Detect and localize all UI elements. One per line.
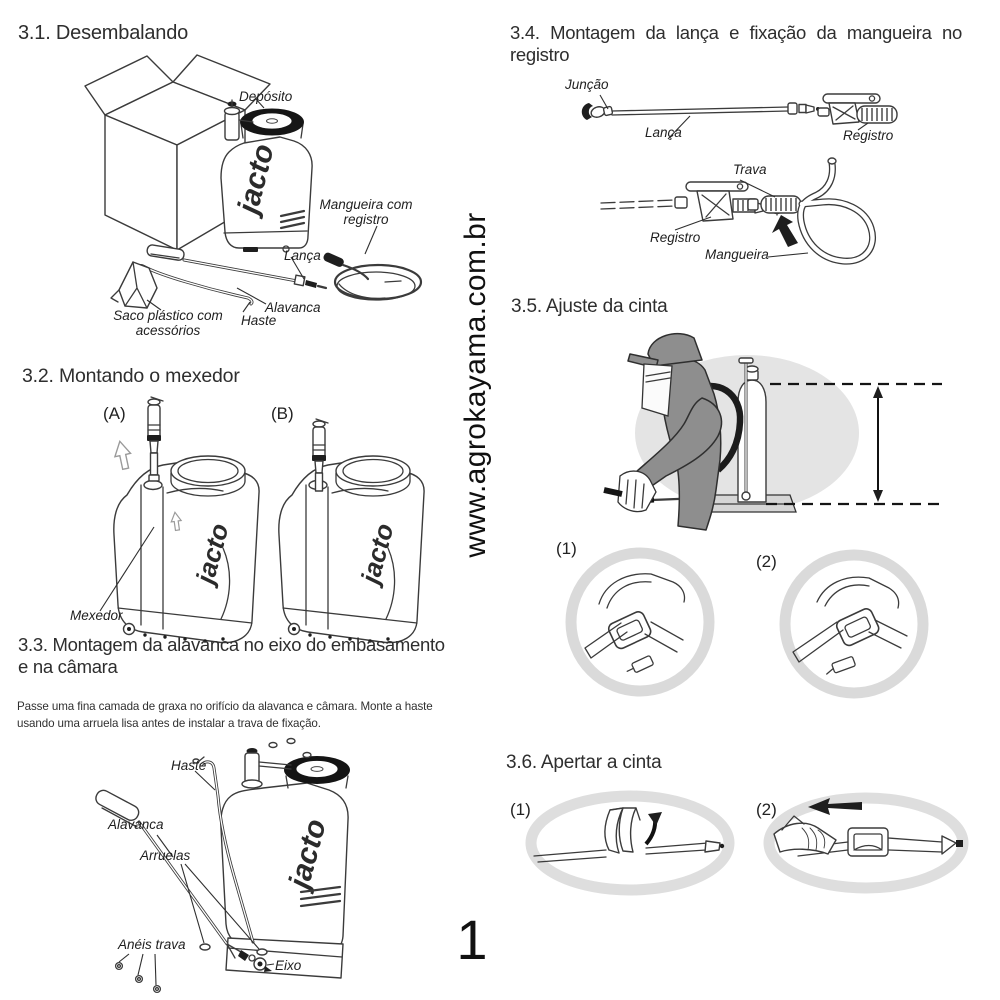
section-title-3-5: 3.5. Ajuste da cinta	[511, 296, 668, 317]
label-lanca-34: Lança	[645, 125, 682, 140]
operator	[603, 332, 723, 531]
fig-unpacking: jacto	[84, 54, 423, 313]
fig-label-2-adjust: (2)	[756, 552, 777, 571]
strap-tab	[826, 656, 856, 675]
mixer-tube-b	[312, 418, 329, 492]
label-mexedor: Mexedor	[70, 608, 123, 623]
strap-art	[773, 815, 963, 857]
junction-nozzle	[581, 103, 614, 120]
tank-lid	[240, 108, 304, 139]
ring	[779, 549, 929, 699]
fig-label-b: (B)	[271, 404, 294, 423]
black-arrow-icon	[772, 215, 798, 247]
section-title-3-6: 3.6. Apertar a cinta	[506, 752, 662, 773]
left-arrow-icon	[808, 798, 862, 815]
hose-loop	[797, 157, 876, 265]
section-title-3-3: 3.3. Montagem da alavanca no eixo do emb…	[18, 634, 445, 678]
ring	[565, 547, 715, 697]
label-haste-33: Haste	[171, 758, 207, 773]
label-lanca: Lança	[284, 248, 321, 263]
tank-lid	[284, 756, 350, 789]
strap-art	[792, 576, 908, 675]
measure-arrow	[873, 386, 883, 502]
strap-art	[584, 573, 686, 673]
fig-mixer-assembly: jacto jacto	[99, 396, 425, 644]
up-arrow-icon	[644, 812, 662, 846]
label-deposito: Depósito	[239, 89, 293, 104]
lock-rings	[114, 961, 162, 994]
fig-label-1-adjust: (1)	[556, 539, 577, 558]
leader-lines	[118, 770, 275, 986]
label-trava: Trava	[733, 162, 767, 177]
fig-strap-detail-2	[779, 549, 929, 699]
haste-rod	[192, 756, 255, 944]
up-arrow-small-icon	[170, 511, 183, 532]
section-title-3-2: 3.2. Montando o mexedor	[22, 365, 240, 387]
dashed-guides	[766, 382, 942, 506]
tank-b	[278, 455, 425, 644]
fig-label-a: (A)	[103, 404, 126, 423]
plastic-bag	[110, 261, 158, 309]
leader-line	[99, 526, 155, 612]
label-mangueira-34: Mangueira	[705, 247, 769, 262]
page-number: 1	[456, 908, 488, 971]
hand	[773, 822, 837, 855]
hand	[604, 807, 624, 854]
pump-cylinder	[241, 748, 292, 789]
strap-tab	[626, 655, 654, 673]
label-aneis-trava: Anéis trava	[118, 937, 186, 952]
label-eixo: Eixo	[275, 958, 302, 973]
section-body-3-3: Passe uma fina camada de graxa no orifíc…	[17, 700, 433, 730]
strap-art	[533, 807, 725, 863]
label-alavanca-33: Alavanca	[108, 817, 164, 832]
pump-valve	[223, 99, 254, 141]
label-haste: Haste	[241, 313, 277, 328]
label-arruelas: Arruelas	[140, 848, 191, 863]
washers	[199, 737, 312, 956]
hose-coil	[323, 252, 423, 301]
fig-label-1-tighten: (1)	[510, 800, 531, 819]
fig-strap-detail-1	[565, 547, 715, 697]
label-registro-top: Registro	[843, 128, 894, 143]
buckle	[847, 827, 889, 857]
watermark: www.agrokayama.com.br	[459, 212, 492, 558]
fig-tighten-2	[763, 792, 969, 894]
label-mangueira-registro: Mangueira com registro	[319, 197, 413, 227]
lever	[95, 789, 256, 962]
up-arrow-icon	[113, 439, 132, 471]
tank-a	[113, 455, 260, 644]
label-alavanca: Alavanca	[265, 300, 321, 315]
section-title-3-4: 3.4. Montagem da lança e fixação da mang…	[510, 22, 962, 66]
valve-top	[817, 93, 898, 125]
spray-lance	[146, 244, 328, 290]
fig-strap-adjust	[603, 332, 942, 531]
sprayer-tank: jacto	[199, 737, 350, 979]
leader-lines	[146, 97, 378, 313]
fig-label-2-tighten: (2)	[756, 800, 777, 819]
lance-tail	[600, 196, 688, 210]
sprayer-tank: jacto	[220, 99, 313, 253]
label-juncao: Junção	[565, 77, 609, 92]
fig-lever-assembly: jacto	[95, 737, 350, 994]
leader-lines	[599, 94, 869, 258]
section-title-3-1: 3.1. Desembalando	[18, 22, 189, 44]
hose-connector	[747, 195, 802, 214]
mixer-tube-a	[147, 396, 164, 482]
label-saco-plastico: Saco plástico com acessórios	[113, 308, 223, 338]
fig-lance-hose	[581, 93, 898, 265]
axle	[253, 957, 272, 972]
label-registro-bottom: Registro	[650, 230, 701, 245]
fig-tighten-1	[525, 790, 735, 896]
lance-tube	[611, 102, 820, 116]
